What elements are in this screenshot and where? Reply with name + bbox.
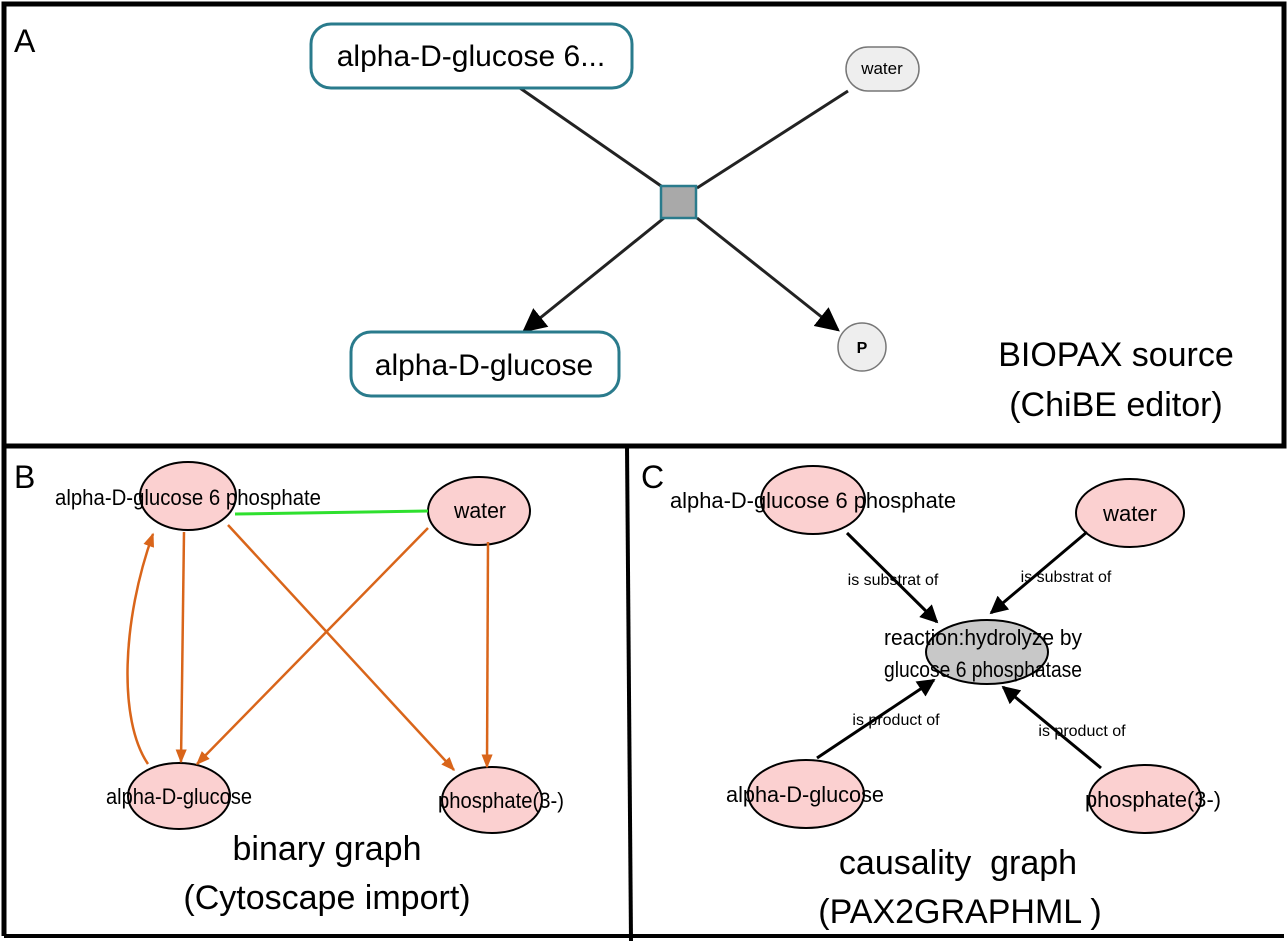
panel-divider-vertical xyxy=(625,445,633,941)
panel-b-caption-line1: binary graph xyxy=(232,830,421,868)
glucose-label: alpha-D-glucose xyxy=(726,782,884,807)
water-label: water xyxy=(453,498,506,523)
reaction-label-line1: reaction:hydrolyze by xyxy=(884,625,1082,650)
panel-c-letter: C xyxy=(641,459,664,495)
phosphate-label: phosphate(3-) xyxy=(1085,787,1221,812)
phosphate-label: P xyxy=(857,340,868,357)
panel-a-frame xyxy=(1,1,1287,449)
panel-c-caption-line2: (PAX2GRAPHML ) xyxy=(818,893,1101,931)
edge-water-to-reaction xyxy=(696,89,849,190)
edge-label-phosphate: is product of xyxy=(1038,723,1126,740)
panel-b-caption-line2: (Cytoscape import) xyxy=(183,879,470,917)
g6p-node[interactable] xyxy=(309,22,634,90)
g6p-label: alpha-D-glucose 6... xyxy=(337,40,605,73)
panel-a-letter: A xyxy=(14,23,36,59)
water-label: water xyxy=(1102,501,1157,526)
water-node[interactable] xyxy=(1075,478,1185,548)
panel-a-caption-line1: BIOPAX source xyxy=(998,336,1234,374)
reaction-node[interactable] xyxy=(659,184,698,220)
g6p-label: alpha-D-glucose 6 phosphate xyxy=(55,485,321,510)
panel-b-letter: B xyxy=(14,459,35,495)
glucose-node[interactable] xyxy=(747,759,865,829)
edge-label-water: is substrat of xyxy=(1021,569,1112,586)
g6p-label: alpha-D-glucose 6 phosphate xyxy=(670,488,956,513)
phosphate-node[interactable] xyxy=(837,322,887,372)
panel-b: B alpha-D-glucose 6 phosphate water alph… xyxy=(14,459,564,917)
panel-c: C alpha-D-glucose 6 phosphate water reac… xyxy=(641,459,1221,931)
edge-water-to-reaction xyxy=(989,530,1088,615)
edge-reaction-to-phosphate xyxy=(696,216,840,332)
edge-glucose-to-g6p xyxy=(126,532,155,765)
edge-g6p-to-reaction xyxy=(516,84,665,190)
phosphate-node[interactable] xyxy=(1088,764,1202,834)
phosphate-label: phosphate(3-) xyxy=(438,788,564,813)
edge-g6p-to-reaction xyxy=(845,531,939,624)
g6p-node[interactable] xyxy=(760,465,866,535)
glucose-label: alpha-D-glucose xyxy=(106,784,252,809)
reaction-label-line2: glucose 6 phosphatase xyxy=(884,657,1082,682)
edge-g6p-water xyxy=(234,509,429,516)
water-node[interactable] xyxy=(845,46,920,92)
edge-water-to-glucose xyxy=(196,527,429,766)
edge-label-g6p: is substrat of xyxy=(848,572,939,589)
g6p-node[interactable] xyxy=(139,461,237,531)
edge-g6p-to-phosphate xyxy=(227,524,455,772)
panel-a: A alpha-D-glucose 6... water alpha-D-glu… xyxy=(14,22,1234,424)
edge-water-to-phosphate xyxy=(481,541,493,769)
edge-reaction-to-glucose xyxy=(522,216,665,333)
panel-c-caption-line1: causality graph xyxy=(839,844,1077,882)
panel-a-caption-line2: (ChiBE editor) xyxy=(1009,386,1223,424)
edge-label-glucose: is product of xyxy=(852,712,940,729)
reaction-node[interactable] xyxy=(925,619,1049,685)
water-label: water xyxy=(860,59,903,78)
glucose-node[interactable] xyxy=(349,330,621,398)
edge-phosphate-to-reaction xyxy=(1001,685,1102,770)
glucose-label: alpha-D-glucose xyxy=(375,349,593,382)
edge-g6p-to-glucose xyxy=(175,531,187,764)
edge-glucose-to-reaction xyxy=(816,678,936,760)
